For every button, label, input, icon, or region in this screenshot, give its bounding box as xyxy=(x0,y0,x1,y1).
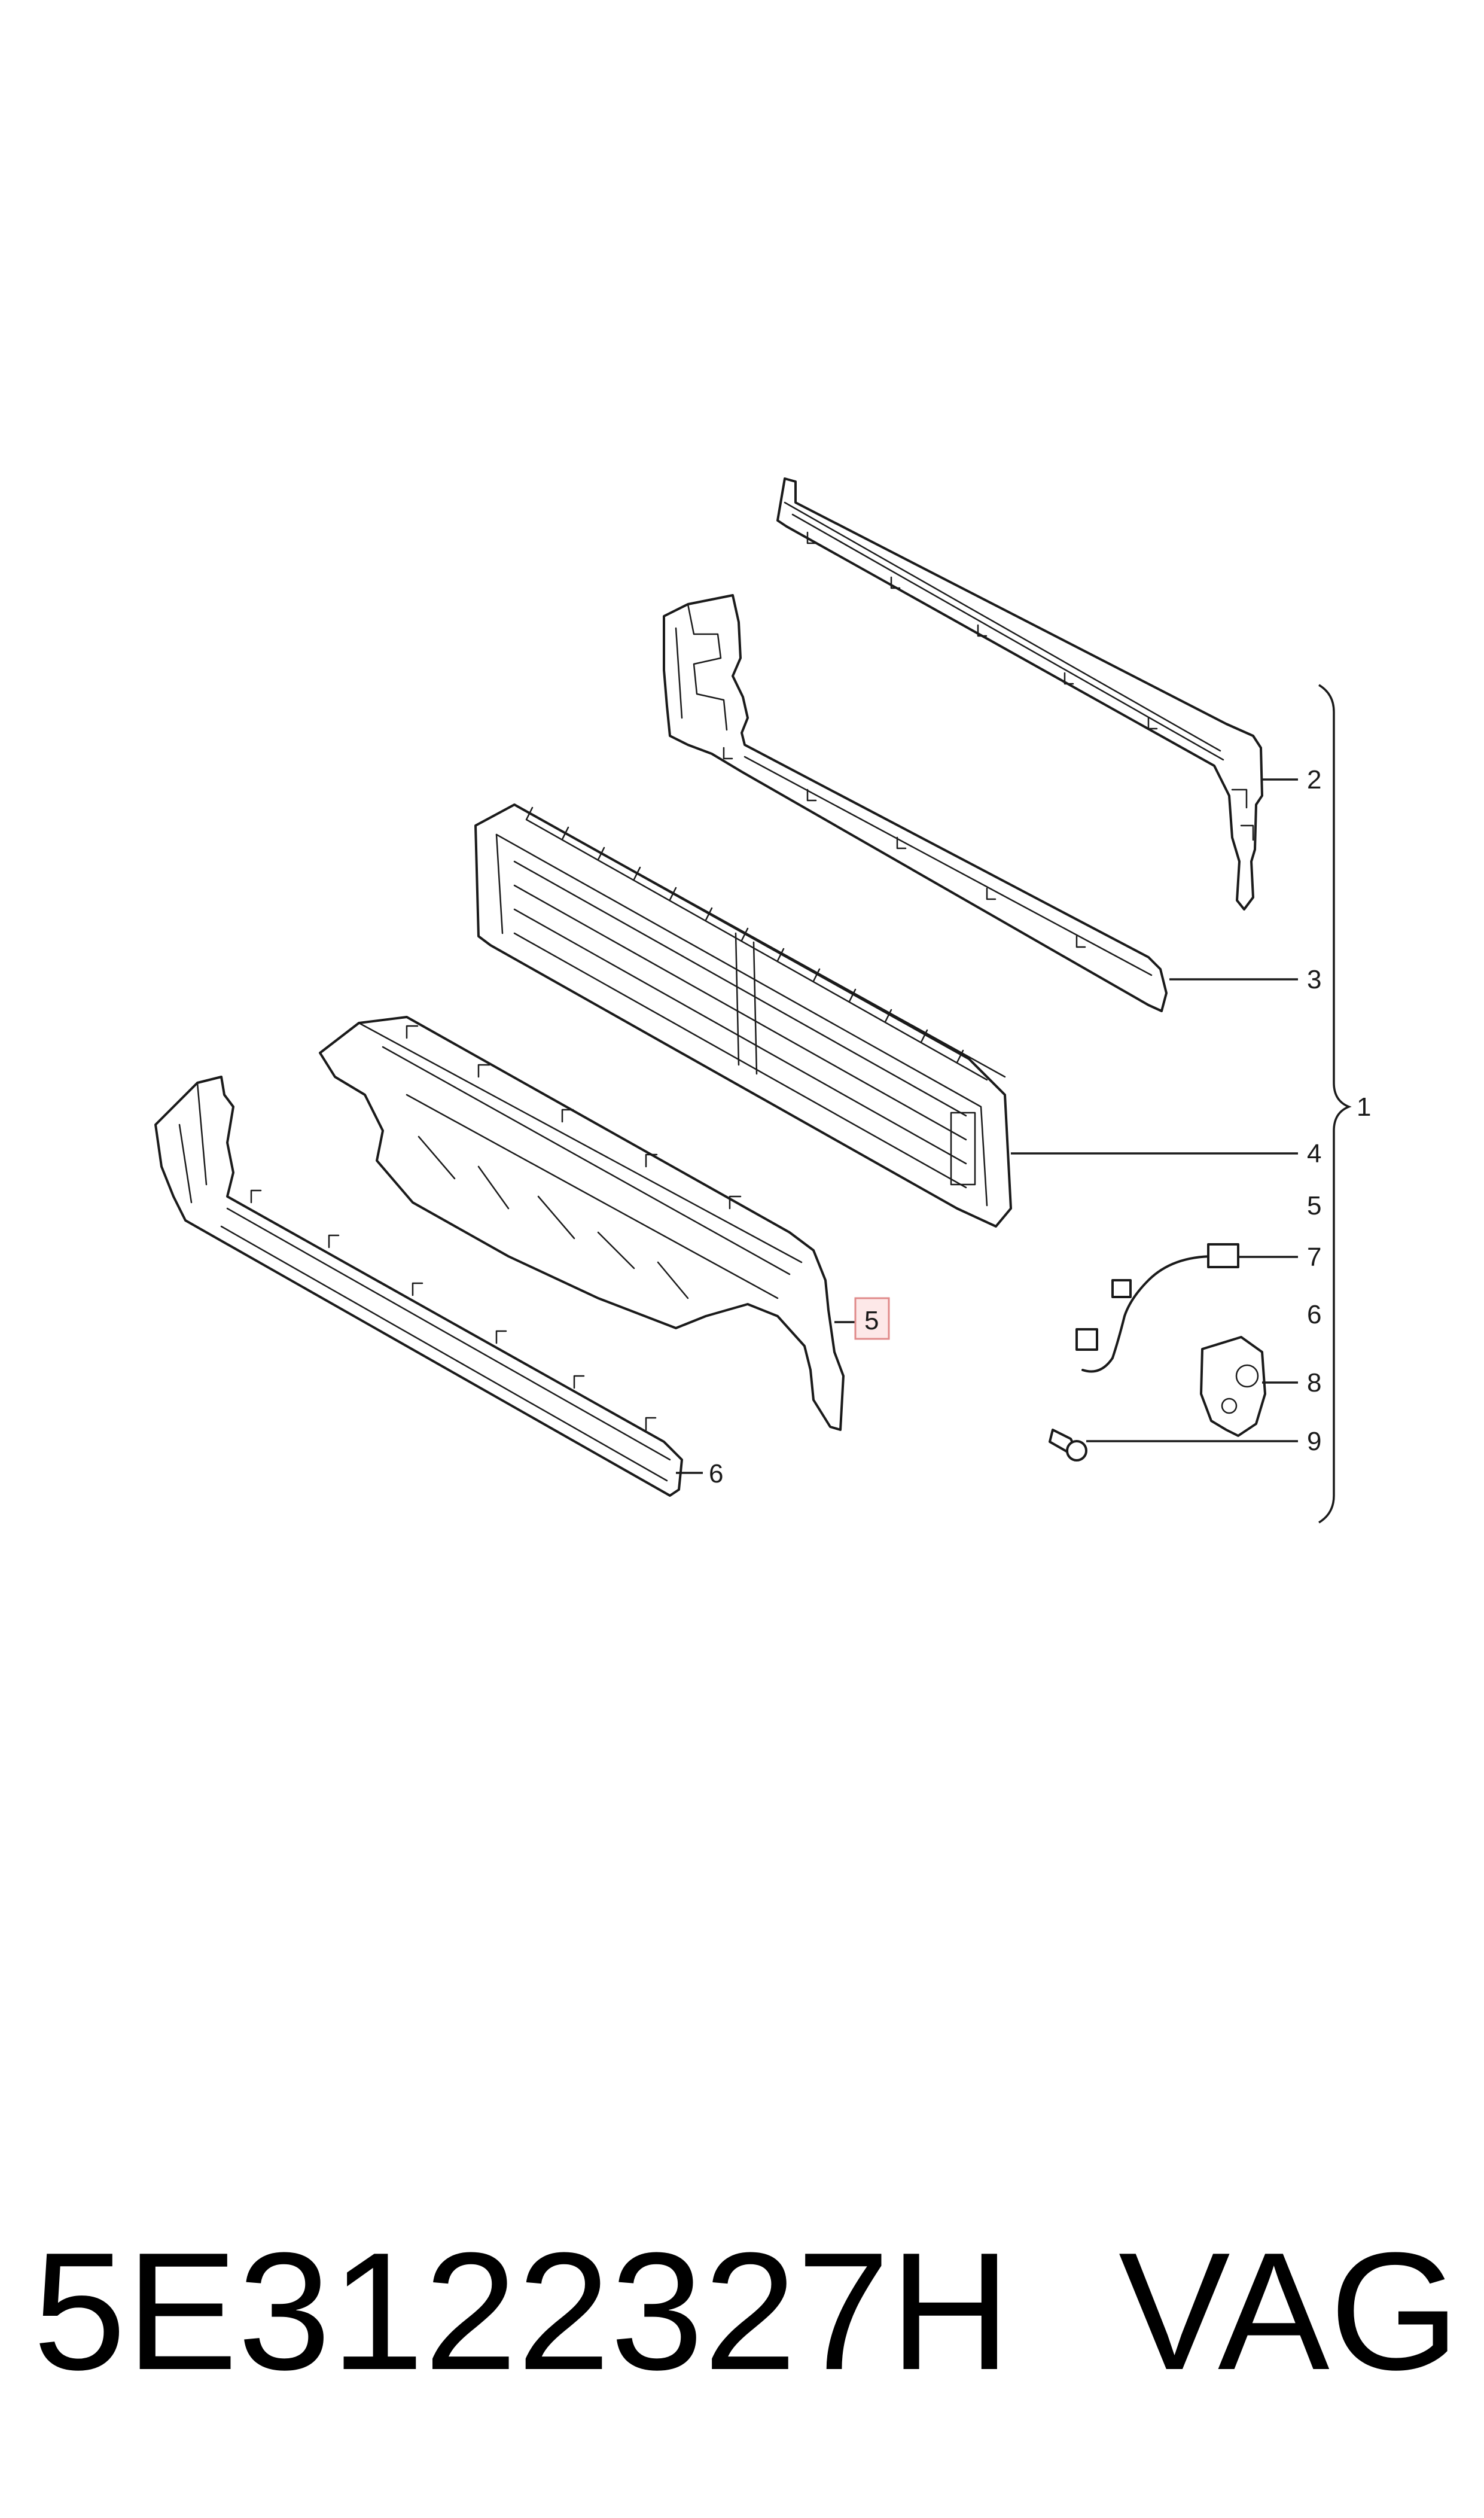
callout-5-right: 5 xyxy=(1307,1191,1321,1220)
callout-4: 4 xyxy=(1307,1139,1321,1168)
part-3-lower-bracket[interactable] xyxy=(663,594,1168,1012)
callout-2: 2 xyxy=(1307,765,1321,794)
callout-9: 9 xyxy=(1307,1427,1321,1456)
part-number: 5E3122327H xyxy=(33,2218,1011,2405)
part-2-upper-cross-member[interactable] xyxy=(776,477,1263,911)
part-9-screw[interactable] xyxy=(1049,1429,1087,1462)
callout-5-highlight-label: 5 xyxy=(864,1306,879,1335)
callout-1: 1 xyxy=(1357,1092,1371,1122)
part-5-air-guide[interactable] xyxy=(319,1016,845,1431)
part-7-wiring-harness[interactable] xyxy=(1075,1243,1239,1373)
part-8-actuator-motor[interactable] xyxy=(1200,1336,1266,1437)
callout-8: 8 xyxy=(1307,1368,1321,1397)
callout-3: 3 xyxy=(1307,965,1321,994)
callout-7: 7 xyxy=(1307,1243,1321,1272)
group-bracket xyxy=(1318,684,1352,1524)
part-6-lower-spoiler[interactable] xyxy=(154,1076,683,1497)
callout-6-right: 6 xyxy=(1307,1300,1321,1329)
callout-5-highlight[interactable]: 5 xyxy=(854,1297,890,1340)
callout-6-bottom: 6 xyxy=(709,1459,723,1488)
brand-label: VAG xyxy=(1119,2218,1460,2405)
part-4-shutter-frame[interactable] xyxy=(474,803,1012,1228)
